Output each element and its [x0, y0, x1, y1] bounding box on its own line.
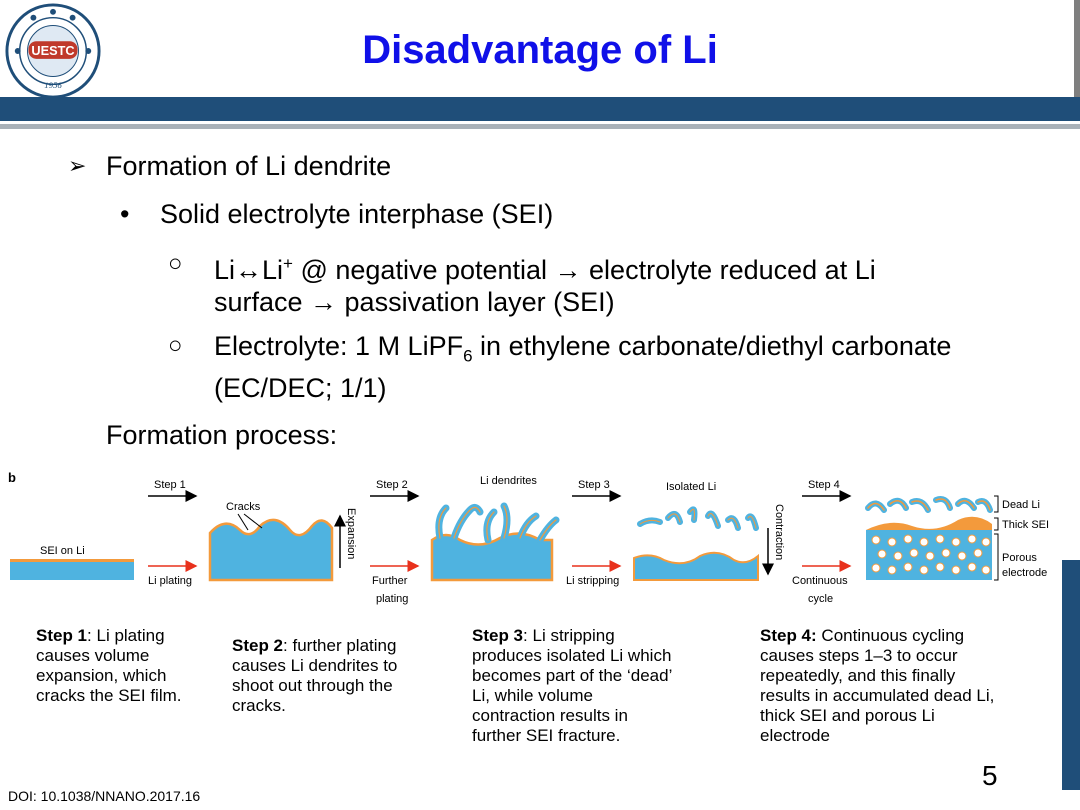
- arrow-bullet-icon: ➢: [68, 153, 87, 178]
- svg-text:1956: 1956: [44, 80, 62, 90]
- continuous-cycle-label: cycle: [808, 593, 833, 605]
- thick-sei-layer: [866, 516, 992, 530]
- step1-arrow-label: Step 1: [154, 479, 186, 491]
- li-block-stage4: [633, 551, 759, 581]
- dendrite-sei: [438, 505, 557, 541]
- bullet-level1-text: Formation of Li dendrite: [106, 151, 392, 181]
- li-plating-label: Li plating: [148, 575, 192, 587]
- sei-layer-stage1: [10, 559, 134, 562]
- thick-sei-bracket: [994, 517, 999, 531]
- electrode-pores: [871, 534, 991, 575]
- circle-bullet-icon: ○: [168, 332, 183, 359]
- header-bar: [0, 97, 1080, 121]
- svg-text:UESTC: UESTC: [31, 43, 74, 58]
- isolated-li-label: Isolated Li: [666, 481, 716, 493]
- header-underline: [0, 124, 1080, 129]
- dendrites: [435, 502, 560, 544]
- dead-li-label: Dead Li: [1002, 499, 1040, 511]
- step-description: Step 1: Li plating causes volume expansi…: [36, 626, 182, 705]
- panel-label: b: [8, 470, 16, 485]
- further-plating-label: Further: [372, 575, 408, 587]
- step4-arrow-label: Step 4: [808, 479, 840, 491]
- porous-label: Porous: [1002, 552, 1037, 564]
- crack-pointer: [243, 513, 263, 529]
- cracks-label: Cracks: [226, 501, 261, 513]
- slide-header: UESTC 1956 Disadvantage of Li: [0, 0, 1080, 130]
- further-plating-label: plating: [376, 593, 408, 605]
- step-description: Step 4: Continuous cycling causes steps …: [760, 626, 995, 745]
- doi-citation: DOI: 10.1038/NNANO.2017.16: [8, 788, 201, 804]
- bullet-level2-text: Solid electrolyte interphase (SEI): [160, 199, 554, 229]
- step2-arrow-label: Step 2: [376, 479, 408, 491]
- bullet-level3-text: Electrolyte: 1 M LiPF6 in ethylene carbo…: [214, 331, 952, 404]
- dot-bullet-icon: •: [120, 199, 130, 229]
- dead-li-sei: [867, 498, 991, 511]
- header-right-edge: [1074, 0, 1080, 97]
- dendrite-formation-diagram: b SEI on Li Step 1 Li plating Cracks Exp…: [8, 470, 1049, 605]
- step-description: Step 3: Li stripping produces isolated L…: [472, 626, 673, 745]
- expansion-label: Expansion: [345, 508, 357, 559]
- isolated-li: [637, 506, 759, 531]
- step-description: Step 2: further plating causes Li dendri…: [232, 636, 398, 715]
- formation-process-label: Formation process:: [106, 420, 338, 450]
- crack-pointer: [237, 513, 249, 531]
- sei-on-li-label: SEI on Li: [40, 545, 85, 557]
- dead-li-bracket: [994, 495, 999, 513]
- circle-bullet-icon: ○: [168, 250, 183, 277]
- li-dendrites-label: Li dendrites: [480, 475, 537, 487]
- li-block-stage3: [430, 532, 554, 582]
- thick-sei-label: Thick SEI: [1002, 519, 1049, 531]
- bullet-level3-text: Li↔Li+ @ negative potential → electrolyt…: [214, 254, 876, 317]
- page-number: 5: [982, 760, 998, 791]
- li-stripping-label: Li stripping: [566, 575, 619, 587]
- porous-label: electrode: [1002, 567, 1047, 579]
- porous-bracket: [994, 533, 999, 581]
- slide-title: Disadvantage of Li: [362, 28, 718, 72]
- li-block-stage1: [10, 561, 134, 580]
- side-tab: [1062, 560, 1080, 790]
- li-block-stage2: [208, 518, 334, 582]
- continuous-cycle-label: Continuous: [792, 575, 848, 587]
- uestc-logo: UESTC 1956: [5, 3, 101, 99]
- isolated-li-sei: [639, 508, 757, 529]
- step3-arrow-label: Step 3: [578, 479, 610, 491]
- contraction-label: Contraction: [773, 504, 785, 560]
